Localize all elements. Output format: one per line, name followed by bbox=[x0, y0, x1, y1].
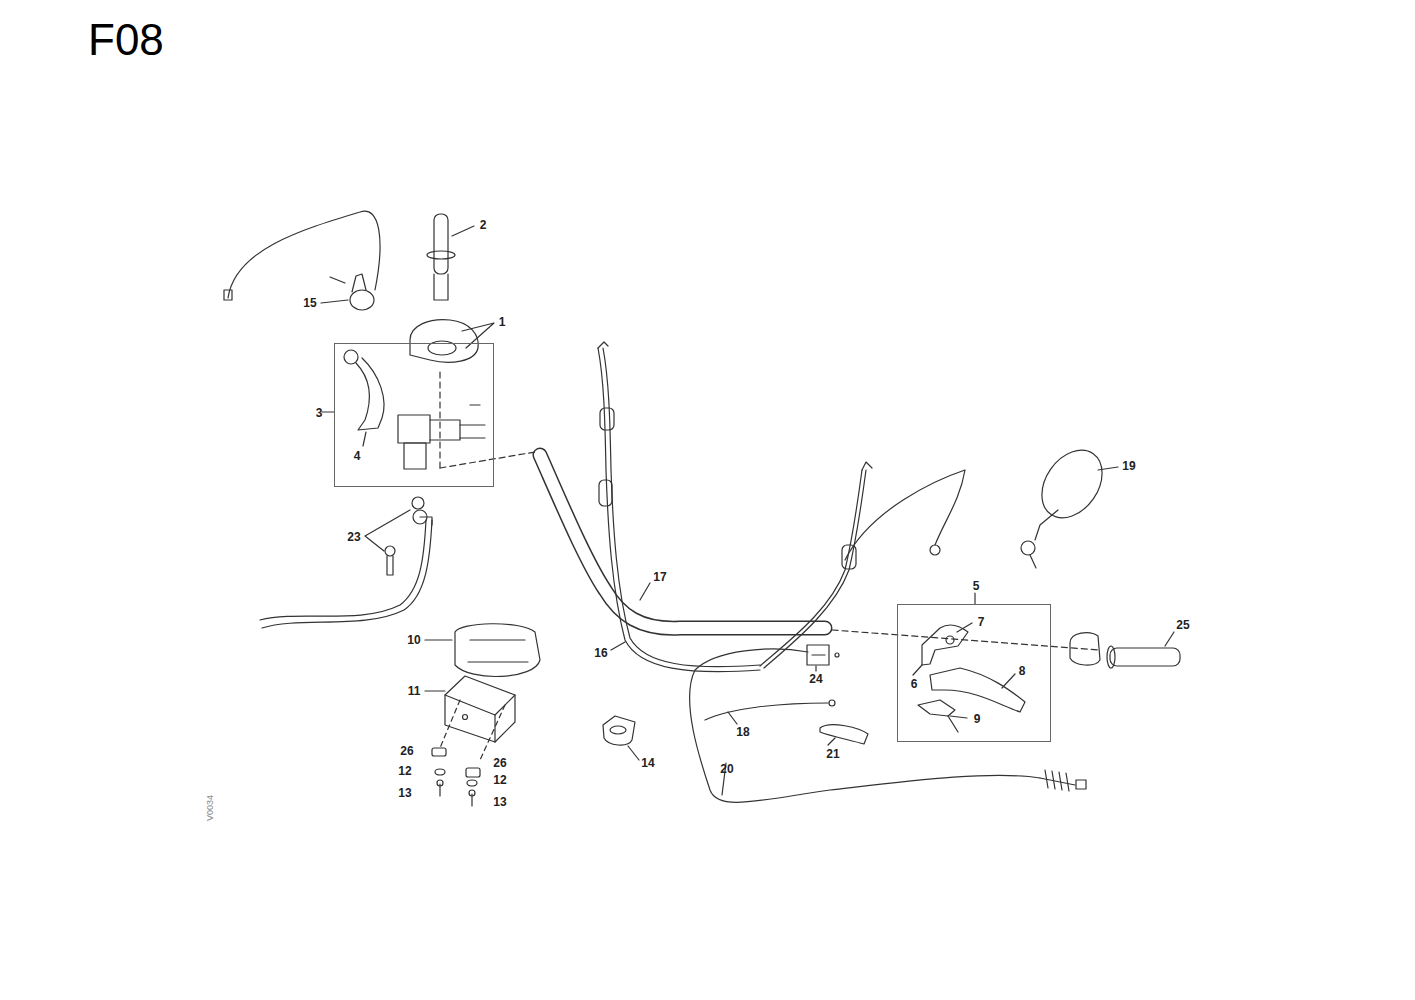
callout-number: 14 bbox=[640, 756, 655, 770]
callout-number: 23 bbox=[346, 530, 361, 544]
drawing-code: V0034 bbox=[206, 795, 215, 821]
callout-number: 19 bbox=[1121, 459, 1136, 473]
callout-number: 7 bbox=[977, 615, 986, 629]
callout-number: 9 bbox=[973, 712, 982, 726]
callout-number: 15 bbox=[302, 296, 317, 310]
parts-group-box: 57689 bbox=[897, 604, 1051, 742]
group-number: 3 bbox=[315, 406, 324, 420]
callout-number: 2 bbox=[479, 218, 488, 232]
callout-number: 12 bbox=[492, 773, 507, 787]
callout-number: 26 bbox=[399, 744, 414, 758]
callout-number: 20 bbox=[719, 762, 734, 776]
parts-group-box: 34 bbox=[334, 343, 494, 487]
callout-number: 25 bbox=[1175, 618, 1190, 632]
callout-number: 16 bbox=[593, 646, 608, 660]
callout-number: 17 bbox=[652, 570, 667, 584]
callout-number: 4 bbox=[353, 449, 362, 463]
callout-number: 26 bbox=[492, 756, 507, 770]
callout-number: 11 bbox=[407, 684, 422, 698]
callout-number: 1 bbox=[498, 315, 507, 329]
page-title: F08 bbox=[88, 18, 164, 62]
group-number: 5 bbox=[972, 579, 981, 593]
callout-number: 10 bbox=[406, 633, 421, 647]
callout-number: 12 bbox=[397, 764, 412, 778]
callout-number: 6 bbox=[910, 677, 919, 691]
callout-number: 8 bbox=[1018, 664, 1027, 678]
callout-number: 13 bbox=[492, 795, 507, 809]
callout-number: 18 bbox=[735, 725, 750, 739]
callout-number: 24 bbox=[808, 672, 823, 686]
callout-number: 13 bbox=[397, 786, 412, 800]
callout-number: 21 bbox=[825, 747, 840, 761]
